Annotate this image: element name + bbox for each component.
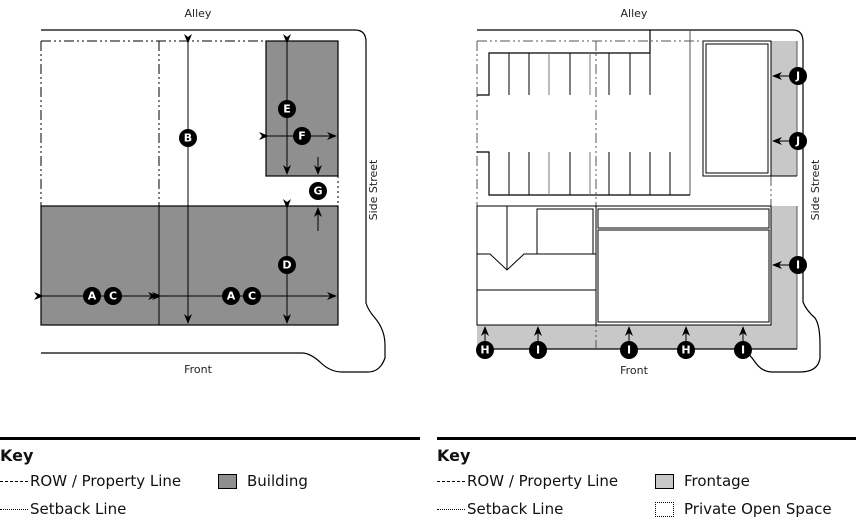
- front-label: Front: [184, 363, 213, 376]
- dash-dot-line-icon: [437, 481, 465, 482]
- svg-text:I: I: [741, 344, 745, 357]
- svg-text:E: E: [283, 103, 291, 116]
- svg-text:G: G: [313, 185, 322, 198]
- side-street-label: Side Street: [367, 159, 380, 220]
- frontage-swatch-icon: [655, 474, 674, 489]
- badge-i: I: [734, 341, 752, 359]
- svg-text:C: C: [109, 290, 117, 303]
- key-item-setback-line: Setback Line: [437, 500, 563, 518]
- diagram-canvas: Alley Front Side Street A C A C B D E F …: [34, 7, 822, 377]
- svg-text:A: A: [88, 290, 97, 303]
- svg-text:H: H: [681, 344, 690, 357]
- building-rear: [702, 40, 772, 177]
- key-item-row-line: ROW / Property Line: [0, 472, 181, 490]
- badge-g: G: [309, 182, 327, 200]
- frontage-arrows: [481, 72, 790, 343]
- badge-j: J: [789, 67, 807, 85]
- key-item-private-open-space: Private Open Space: [655, 500, 832, 518]
- curb-line: [477, 29, 821, 373]
- front-label: Front: [620, 364, 649, 377]
- badge-b: B: [179, 129, 197, 147]
- building-swatch-icon: [218, 474, 237, 489]
- badge-i: I: [529, 341, 547, 359]
- key-title: Key: [0, 446, 34, 465]
- building-front-left: [476, 205, 597, 326]
- svg-text:I: I: [536, 344, 540, 357]
- key-item-setback-line: Setback Line: [0, 500, 126, 518]
- svg-text:J: J: [795, 70, 800, 83]
- svg-text:B: B: [184, 132, 192, 145]
- badge-j: J: [789, 132, 807, 150]
- left-diagram: Alley Front Side Street A C A C B D E F …: [34, 7, 386, 376]
- badge-h: H: [476, 341, 494, 359]
- building-front-right: [595, 205, 772, 326]
- property-line: [40, 40, 266, 206]
- badge-i: I: [789, 256, 807, 274]
- badge-c: C: [243, 287, 261, 305]
- right-diagram: Alley Front Side Street H I I H I I J J: [476, 7, 822, 377]
- svg-text:D: D: [282, 259, 291, 272]
- badge-f: F: [293, 127, 311, 145]
- badge-e: E: [278, 100, 296, 118]
- svg-text:I: I: [796, 259, 800, 272]
- building-rear: [265, 40, 339, 177]
- property-line: [476, 40, 772, 350]
- key-right: Key ROW / Property Line Setback Line Fro…: [437, 437, 856, 518]
- svg-text:A: A: [227, 290, 236, 303]
- svg-text:C: C: [248, 290, 256, 303]
- side-street-label: Side Street: [809, 159, 822, 220]
- key-item-building: Building: [218, 472, 308, 490]
- badge-i: I: [620, 341, 638, 359]
- alley-label: Alley: [185, 7, 212, 20]
- badge-a: A: [83, 287, 101, 305]
- svg-text:F: F: [298, 130, 306, 143]
- key-item-row-line: ROW / Property Line: [437, 472, 618, 490]
- curb-line: [41, 29, 386, 373]
- svg-text:H: H: [480, 344, 489, 357]
- private-open-space-swatch-icon: [655, 502, 674, 517]
- key-title: Key: [437, 446, 471, 465]
- alley-label: Alley: [621, 7, 648, 20]
- svg-text:I: I: [627, 344, 631, 357]
- badge-c: C: [104, 287, 122, 305]
- badge-a: A: [222, 287, 240, 305]
- badge-d: D: [278, 256, 296, 274]
- parking-stalls: [508, 53, 671, 195]
- svg-text:J: J: [795, 135, 800, 148]
- dash-dot-line-icon: [0, 481, 28, 482]
- dashed-line-icon: [437, 509, 465, 510]
- badge-h: H: [677, 341, 695, 359]
- dashed-line-icon: [0, 509, 28, 510]
- key-left: Key ROW / Property Line Setback Line Bui…: [0, 437, 420, 518]
- key-item-frontage: Frontage: [655, 472, 750, 490]
